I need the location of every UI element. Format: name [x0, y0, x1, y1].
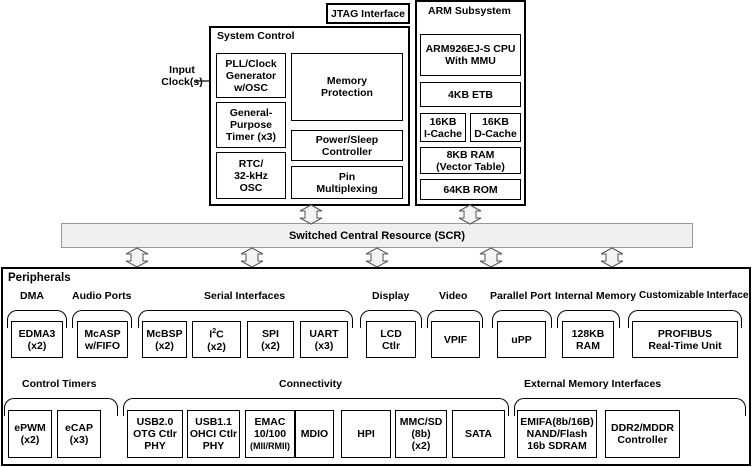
jtag-interface: JTAG Interface	[326, 3, 410, 24]
group-customizable-label: Customizable Interface	[639, 290, 749, 301]
emifa: EMIFA(8b/16B) NAND/Flash 16b SDRAM	[517, 410, 597, 458]
group-audio-bracket	[72, 310, 132, 328]
sata: SATA	[452, 410, 505, 458]
system-control-title: System Control	[217, 30, 295, 42]
memory-protection: Memory Protection	[291, 53, 403, 121]
profibus: PROFIBUS Real-Time Unit	[632, 321, 738, 358]
group-audio-label: Audio Ports	[72, 290, 132, 302]
scr-to-peripherals-arrow-5	[600, 247, 624, 268]
hpi: HPI	[341, 410, 391, 458]
switched-central-resource: Switched Central Resource (SCR)	[61, 223, 693, 248]
arm-rom: 64KB ROM	[420, 179, 521, 200]
group-video-bracket	[427, 310, 483, 328]
vpif: VPIF	[431, 321, 480, 358]
i-cache: 16KB I-Cache	[420, 113, 466, 142]
group-internal-memory-label: Internal Memory	[555, 290, 637, 302]
emac-mode-label: (MII/RMII)	[250, 441, 290, 451]
input-clock-label: Input Clock(s)	[161, 64, 203, 88]
scr-to-peripherals-arrow-1	[125, 247, 149, 268]
peripherals-title: Peripherals	[8, 272, 71, 284]
ddr2-mddr-controller: DDR2/MDDR Controller	[605, 410, 680, 458]
group-dma-label: DMA	[20, 290, 44, 302]
pin-multiplexing: Pin Multiplexing	[291, 166, 403, 199]
group-extmem-bracket	[514, 398, 746, 416]
emac: EMAC 10/100 (MII/RMII)	[245, 410, 295, 458]
group-display-label: Display	[372, 290, 410, 302]
edma3: EDMA3 (x2)	[11, 321, 63, 358]
mmc-sd: MMC/SD (8b) (x2)	[395, 410, 447, 458]
group-connectivity-label: Connectivity	[279, 378, 343, 390]
mcasp: McASP w/FIFO	[77, 321, 128, 358]
scr-to-peripherals-arrow-4	[479, 247, 503, 268]
usb11-ohci: USB1.1 OHCI Ctlr PHY	[187, 410, 240, 458]
emac-label: EMAC 10/100	[253, 416, 287, 440]
etb: 4KB ETB	[420, 82, 521, 107]
arm-ram: 8KB RAM (Vector Table)	[420, 147, 521, 174]
internal-ram: 128KB RAM	[562, 321, 614, 358]
general-purpose-timer: General- Purpose Timer (x3)	[216, 102, 286, 148]
group-display-bracket	[360, 310, 422, 328]
scr-to-peripherals-arrow-2	[240, 247, 264, 268]
group-custom-bracket	[628, 310, 742, 328]
group-parallel-bracket	[492, 310, 552, 328]
pll-clock-generator: PLL/Clock Generator w/OSC	[216, 53, 286, 98]
group-video-label: Video	[439, 290, 468, 302]
group-serial-label: Serial Interfaces	[204, 290, 286, 302]
mdio: MDIO	[295, 410, 334, 458]
ecap: eCAP (x3)	[57, 410, 101, 458]
arm-subsystem-title: ARM Subsystem	[428, 5, 511, 17]
group-dma-bracket	[7, 310, 67, 328]
group-timers-bracket	[4, 398, 118, 416]
i2c: I2C (x2)	[192, 321, 241, 358]
group-intmem-bracket	[557, 310, 620, 328]
scr-to-arm-arrow	[458, 204, 482, 225]
usb20-otg: USB2.0 OTG Ctlr PHY	[127, 410, 183, 458]
mcbsp: McBSP (x2)	[142, 321, 187, 358]
group-external-memory-label: External Memory Interfaces	[524, 378, 662, 390]
rtc-osc: RTC/ 32-kHz OSC	[216, 152, 286, 199]
group-connect-bracket	[123, 398, 509, 416]
lcd-controller: LCD Ctlr	[366, 321, 416, 358]
d-cache: 16KB D-Cache	[470, 113, 521, 142]
epwm: ePWM (x2)	[8, 410, 52, 458]
group-parallel-label: Parallel Port	[490, 290, 552, 302]
scr-to-system-control-arrow	[299, 204, 323, 225]
i2c-label: I2C (x2)	[207, 328, 226, 353]
group-control-timers-label: Control Timers	[22, 378, 97, 390]
scr-to-peripherals-arrow-3	[365, 247, 389, 268]
arm-cpu: ARM926EJ-S CPU With MMU	[420, 34, 521, 76]
power-sleep-controller: Power/Sleep Controller	[291, 130, 403, 161]
upp: uPP	[497, 321, 546, 358]
group-serial-bracket	[138, 310, 353, 328]
spi: SPI (x2)	[247, 321, 294, 358]
uart: UART (x3)	[300, 321, 348, 358]
